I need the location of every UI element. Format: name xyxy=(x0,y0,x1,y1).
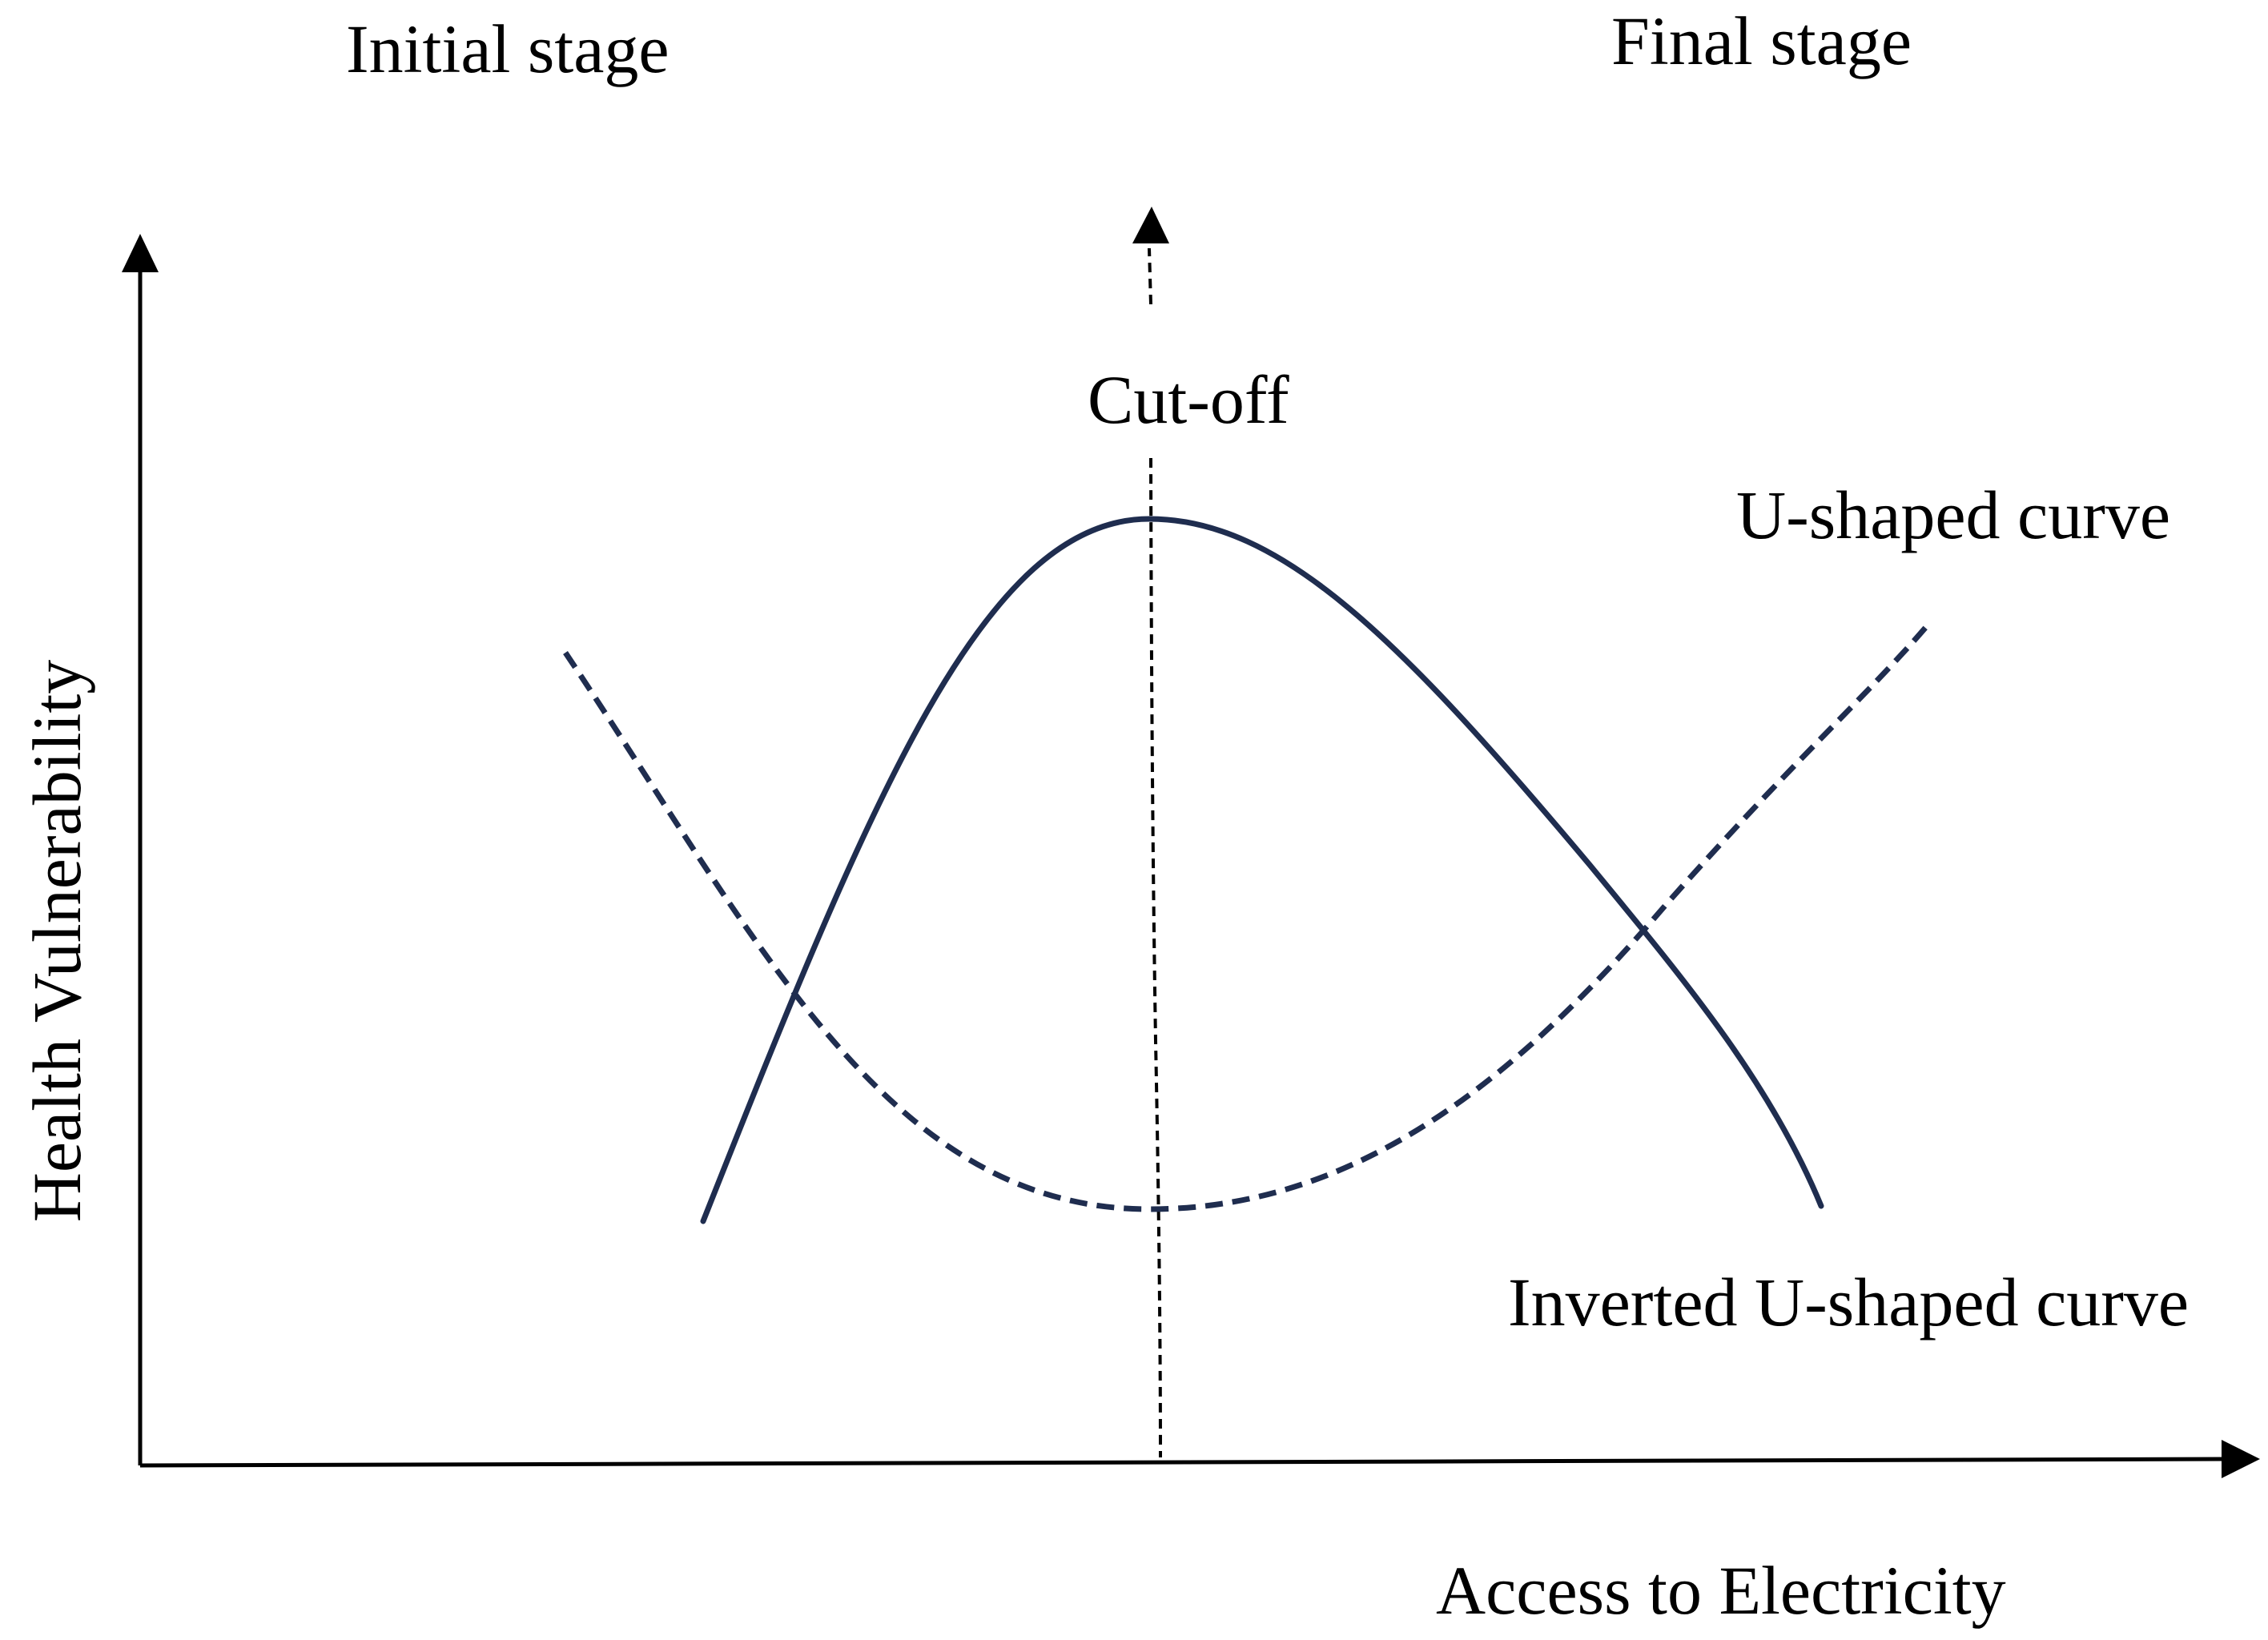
cutoff-line-upper xyxy=(1148,247,1152,305)
initial-stage-label: Initial stage xyxy=(346,10,670,87)
y-axis-arrowhead xyxy=(122,234,159,272)
cutoff-arrowhead xyxy=(1132,207,1169,243)
inverted-u-shaped-curve xyxy=(700,516,1824,1224)
inverted-u-shaped-curve-label: Inverted U-shaped curve xyxy=(1508,1264,2189,1341)
x-axis-arrowhead xyxy=(2222,1440,2260,1478)
y-axis-label: Health Vulnerability xyxy=(18,660,95,1223)
final-stage-label: Final stage xyxy=(1611,2,1912,79)
cutoff-line xyxy=(1149,457,1162,1458)
u-shaped-curve-label: U-shaped curve xyxy=(1736,476,2170,553)
x-axis-line xyxy=(139,1457,2226,1468)
cutoff-label: Cut-off xyxy=(1088,361,1289,438)
u-shaped-curve xyxy=(563,625,1928,1212)
x-axis-label: Access to Electricity xyxy=(1436,1552,2006,1629)
